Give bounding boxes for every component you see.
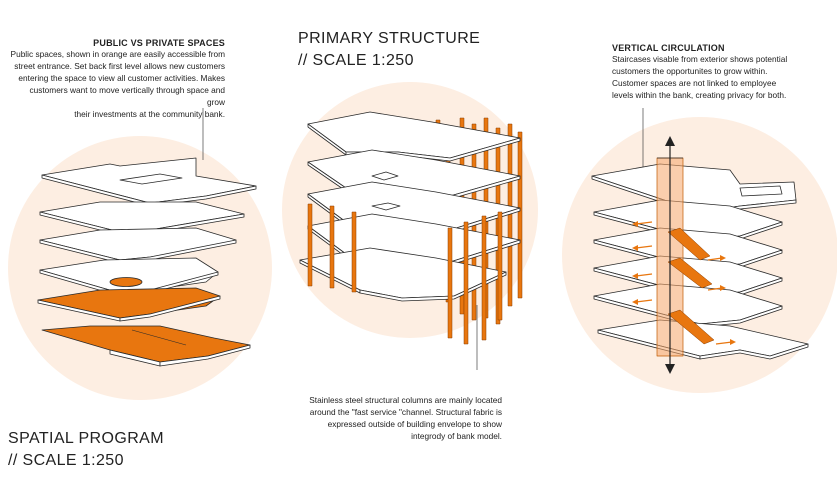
spatial-note-heading: PUBLIC vs PRIVATE SPACES	[93, 38, 225, 48]
spatial-title-block: SPATIAL PROGRAM // SCALE 1:250	[8, 428, 164, 472]
circulation-arrow	[635, 299, 653, 303]
column	[517, 131, 523, 299]
staircase	[667, 227, 711, 261]
circulation-arrow	[635, 245, 653, 249]
spatial-title: SPATIAL PROGRAM	[8, 430, 164, 447]
column	[329, 205, 335, 289]
primary-scale: // SCALE 1:250	[298, 52, 414, 69]
column	[497, 211, 503, 321]
staircase	[667, 257, 713, 289]
primary-title: PRIMARY STRUCTURE	[298, 30, 481, 47]
primary-title-block: PRIMARY STRUCTURE // SCALE 1:250	[298, 28, 480, 72]
primary-note: Stainless steel structural columns are m…	[309, 395, 502, 441]
primary-structure-stack	[299, 111, 523, 370]
circulation-arrow	[635, 273, 653, 277]
circulation-arrow	[707, 257, 723, 261]
column	[481, 215, 487, 341]
column	[351, 211, 357, 293]
staircase	[667, 309, 715, 345]
circulation-note-body: Staircases visable from exterior shows p…	[612, 54, 788, 100]
column	[307, 203, 313, 287]
spatial-note-body: Public spaces, shown in orange are easil…	[10, 49, 225, 119]
column	[463, 221, 469, 345]
circulation-note: VERTICAL CIRCULATION Staircases visable …	[612, 43, 827, 101]
public-void-orange	[109, 277, 143, 287]
spatial-program-stack	[37, 108, 257, 367]
circulation-arrow	[715, 341, 733, 345]
circulation-arrow	[635, 221, 653, 225]
circulation-note-heading: VERTICAL CIRCULATION	[612, 43, 725, 53]
circulation-arrow	[707, 287, 723, 291]
spatial-note: PUBLIC vs PRIVATE SPACES Public spaces, …	[10, 38, 225, 120]
vertical-circulation-stack	[591, 108, 809, 374]
column	[447, 227, 453, 339]
spatial-scale: // SCALE 1:250	[8, 452, 124, 469]
